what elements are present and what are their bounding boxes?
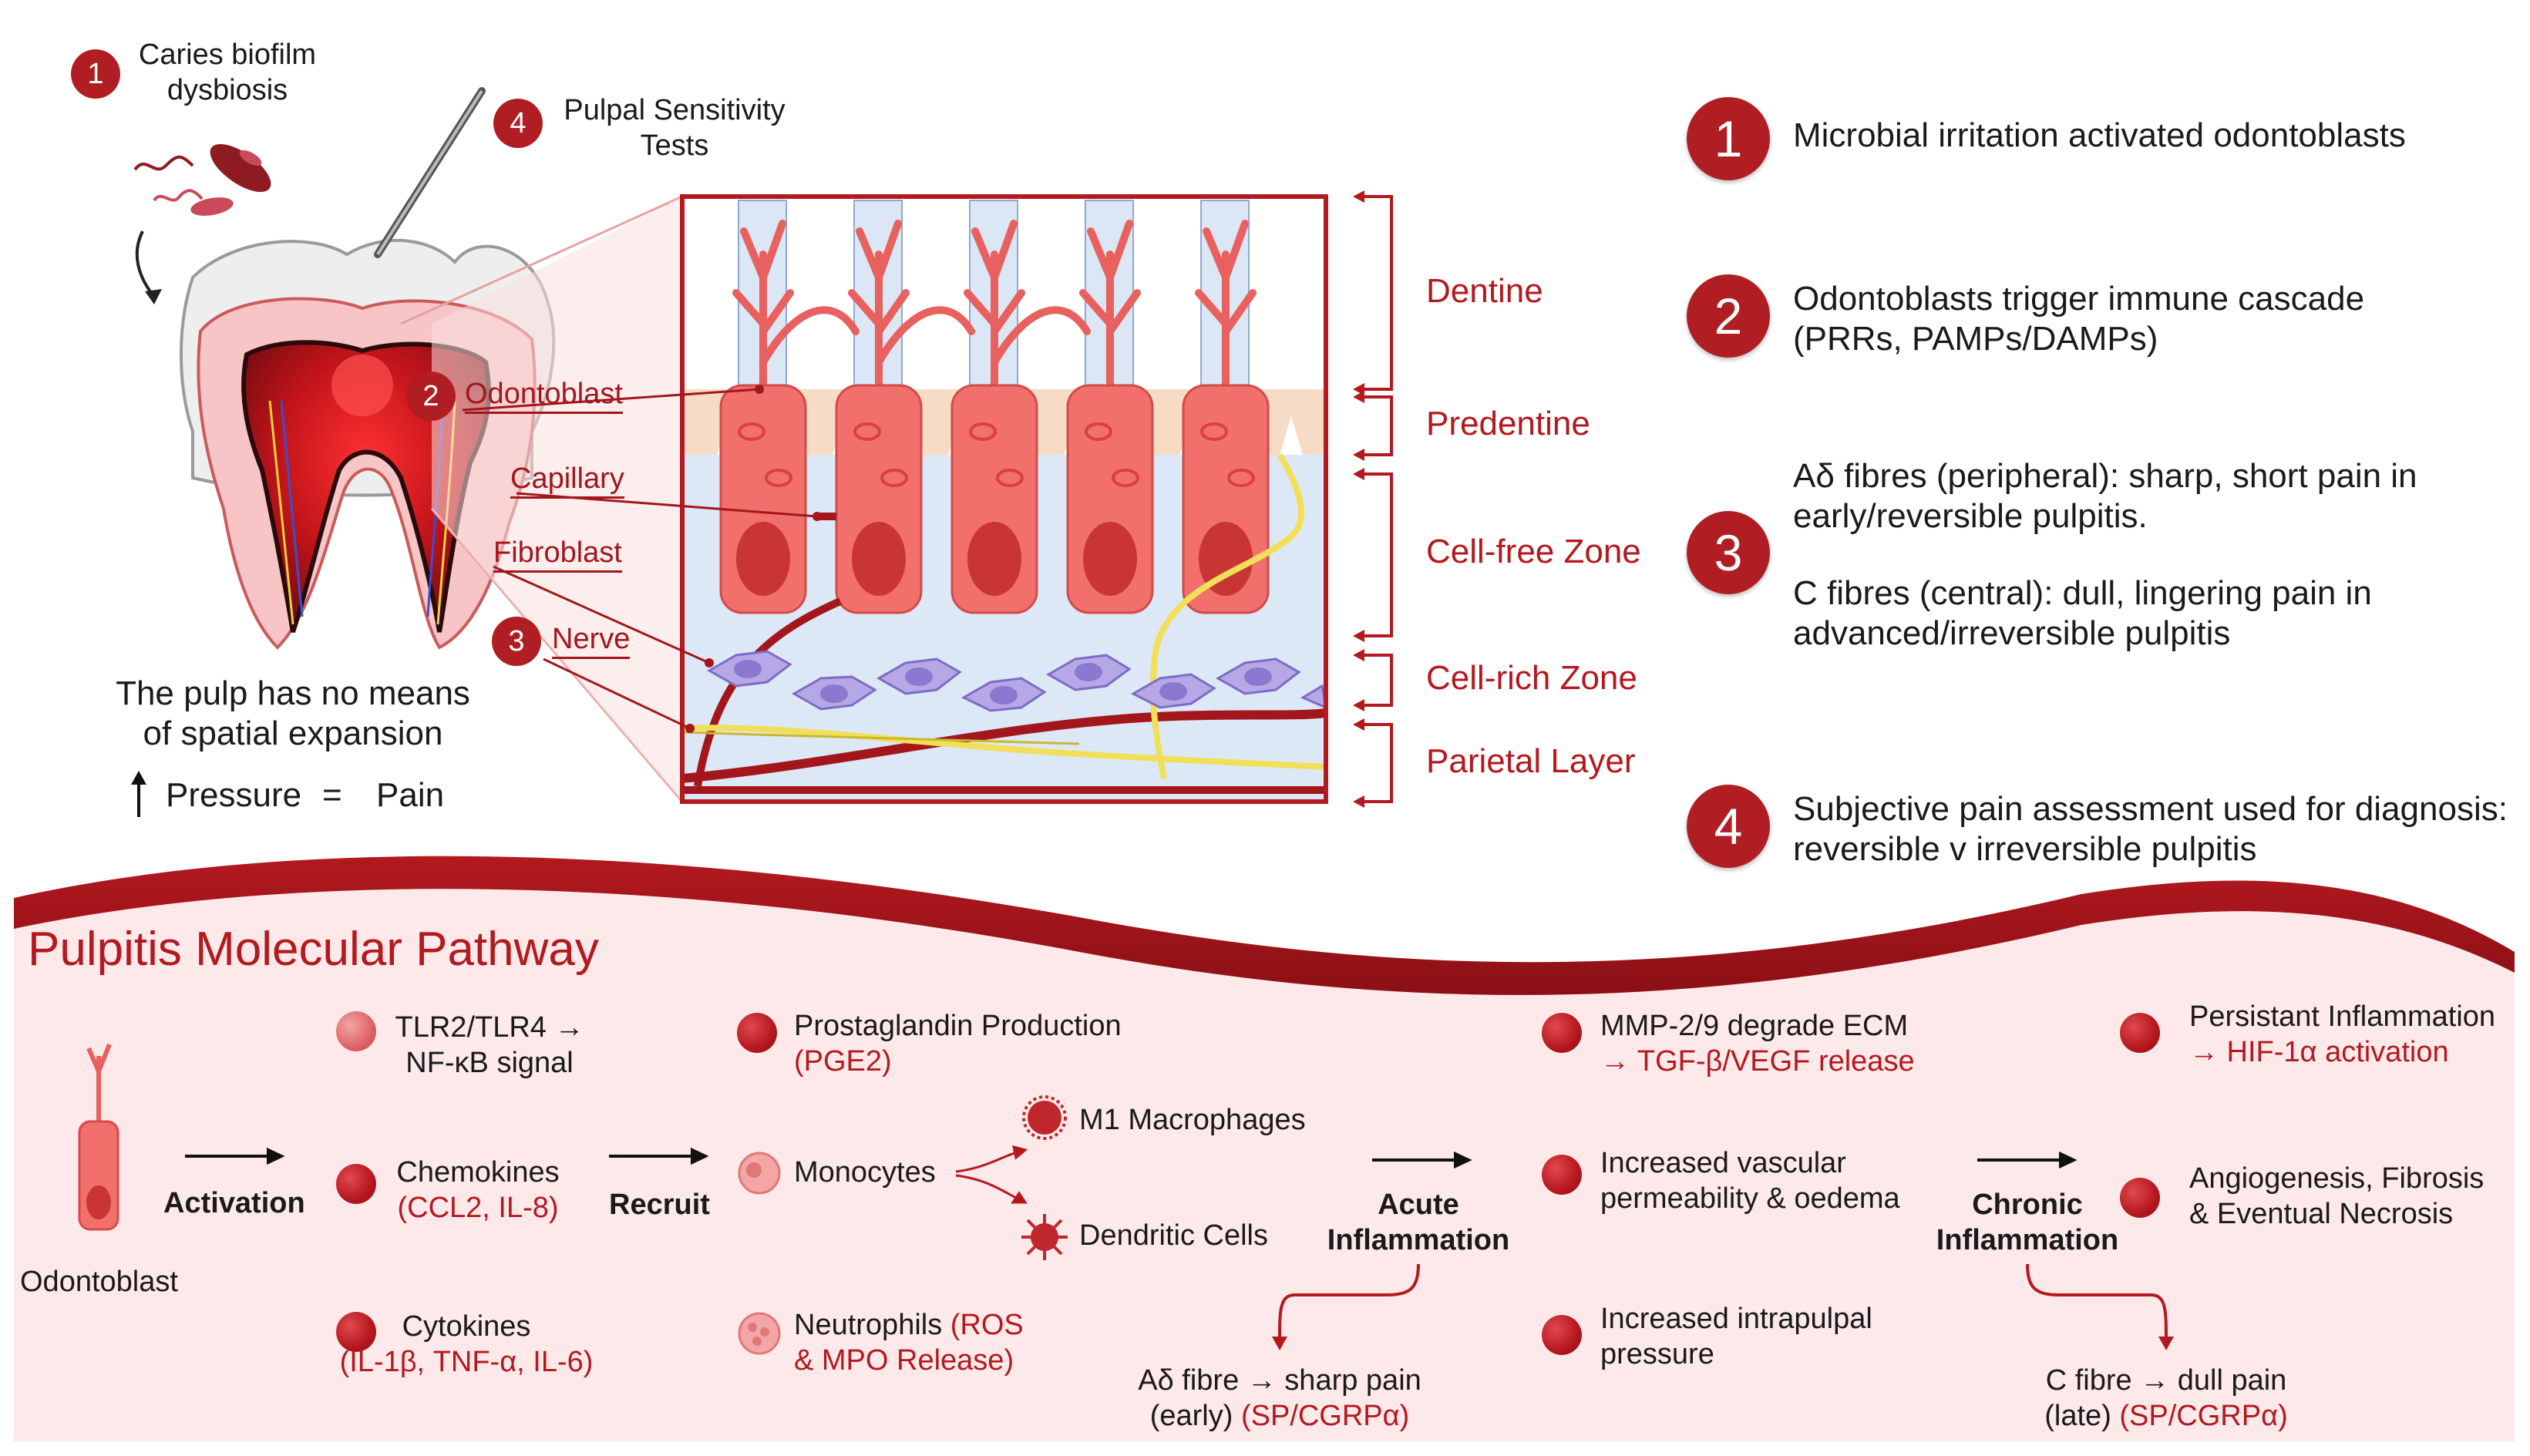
step-2-text: Odontoblasts trigger immune cascade(PRRs… bbox=[1793, 280, 2365, 358]
angio-dot bbox=[2120, 1178, 2160, 1218]
equals-sign: = bbox=[322, 776, 342, 814]
fibroblast-label: Fibroblast bbox=[493, 535, 622, 573]
prostaglandin-dot bbox=[737, 1013, 777, 1053]
dendritic-cell-icon bbox=[1021, 1214, 1068, 1260]
odontoblast-small-icon bbox=[78, 1043, 119, 1231]
layer-dentine: Dentine bbox=[1426, 272, 1543, 310]
recruit-label: Recruit bbox=[609, 1189, 710, 1221]
step-1-badge: 1 bbox=[1687, 97, 1770, 180]
mmp-dot bbox=[1542, 1013, 1582, 1053]
tlr-text: TLR2/TLR4 →NF-κB signal bbox=[395, 1011, 584, 1079]
persistant-dot bbox=[2120, 1013, 2160, 1053]
odontoblast-badge: 2 bbox=[406, 372, 456, 421]
prostaglandin-text: Prostaglandin Production(PGE2) bbox=[794, 1010, 1122, 1078]
nerve-label: Nerve bbox=[552, 621, 631, 659]
pathway-title: Pulpitis Molecular Pathway bbox=[28, 923, 599, 976]
cytokines-dot bbox=[336, 1312, 376, 1352]
layer-parietal: Parietal Layer bbox=[1426, 742, 1636, 780]
angio-text: Angiogenesis, Fibrosis& Eventual Necrosi… bbox=[2189, 1162, 2485, 1230]
chemokines-text: Chemokines(CCL2, IL-8) bbox=[396, 1156, 560, 1224]
dendritic-cells-text: Dendritic Cells bbox=[1079, 1219, 1268, 1252]
sensitivity-badge: 4 bbox=[493, 99, 543, 148]
pressure-word: Pressure bbox=[166, 776, 302, 814]
monocytes-text: Monocytes bbox=[794, 1156, 936, 1189]
mmp-text: MMP-2/9 degrade ECM→ TGF-β/VEGF release bbox=[1600, 1010, 1915, 1078]
neutrophil-icon bbox=[738, 1312, 781, 1355]
layer-cell-rich-zone: Cell-rich Zone bbox=[1426, 659, 1637, 697]
odontoblast-label: Odontoblast bbox=[465, 376, 623, 414]
intrapulpal-dot bbox=[1542, 1315, 1582, 1355]
tlr-dot bbox=[336, 1011, 376, 1051]
persistant-text: Persistant Inflammation→ HIF-1α activati… bbox=[2189, 1000, 2496, 1068]
layer-cell-free-zone: Cell-free Zone bbox=[1426, 533, 1641, 570]
step-4-text: Subjective pain assessment used for diag… bbox=[1793, 790, 2508, 868]
pathway-odontoblast-label: Odontoblast bbox=[20, 1266, 178, 1298]
probe-icon bbox=[374, 87, 486, 258]
m1-macrophages-text: M1 Macrophages bbox=[1079, 1104, 1306, 1136]
step-2-badge: 2 bbox=[1687, 274, 1770, 358]
caries-badge: 1 bbox=[71, 49, 120, 99]
step-3-text: Aδ fibres (peripheral): sharp, short pai… bbox=[1793, 457, 2417, 652]
step-4-badge: 4 bbox=[1687, 785, 1770, 868]
monocyte-icon bbox=[738, 1152, 781, 1195]
layer-predentine: Predentine bbox=[1426, 405, 1590, 442]
step-3-badge: 3 bbox=[1687, 511, 1770, 594]
chemokines-dot bbox=[336, 1164, 376, 1204]
bacteria-icon bbox=[133, 143, 271, 216]
activation-label: Activation bbox=[163, 1187, 305, 1219]
nerve-badge: 3 bbox=[492, 617, 541, 666]
pain-word: Pain bbox=[376, 776, 445, 814]
capillary-label: Capillary bbox=[510, 461, 624, 499]
neutrophils-text: Neutrophils (ROS & MPO Release) bbox=[794, 1309, 1024, 1377]
adelta-fibre-text: Aδ fibre → sharp pain (early) (SP/CGRPα) bbox=[1138, 1364, 1421, 1432]
pulp-cross-section bbox=[680, 194, 1328, 804]
cytokines-text: Cytokines(IL-1β, TNF-α, IL-6) bbox=[339, 1310, 594, 1378]
step-1-text: Microbial irritation activated odontobla… bbox=[1793, 116, 2406, 154]
c-fibre-text: C fibre → dull pain (late) (SP/CGRPα) bbox=[2044, 1364, 2288, 1432]
pathway-wave-band bbox=[14, 856, 2515, 995]
pathway-panel-bg bbox=[14, 871, 2515, 1441]
caries-arrow bbox=[135, 230, 156, 298]
vascular-dot bbox=[1542, 1155, 1582, 1195]
m1-macrophage-icon bbox=[1022, 1095, 1067, 1140]
